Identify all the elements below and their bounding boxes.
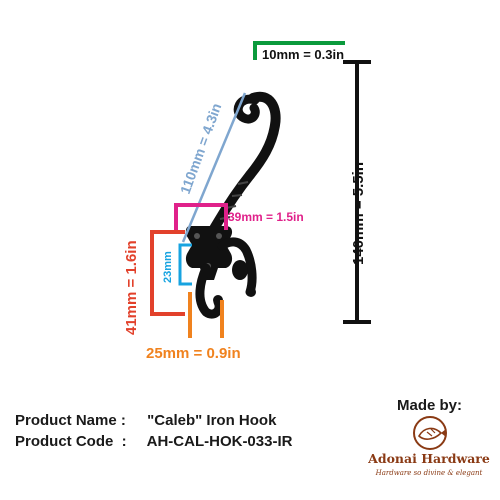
made-by-label: Made by: <box>397 397 463 414</box>
product-code-row: Product Code : AH-CAL-HOK-033-IR <box>15 433 292 450</box>
dimension-projection: 25mm = 0.9in <box>146 292 241 362</box>
dimension-plate-height-label: 41mm = 1.6in <box>123 240 140 335</box>
dimension-total-height: 140mm = 5.5in <box>343 60 371 324</box>
dimension-diagonal-length-label: 110mm = 4.3in <box>177 101 225 196</box>
brand-name: Adonai Hardware <box>368 451 490 466</box>
brand-tagline: Hardware so divine & elegant <box>375 469 483 477</box>
dimension-total-height-label: 140mm = 5.5in <box>350 162 367 265</box>
product-name-value: "Caleb" Iron Hook <box>147 412 277 429</box>
dimension-top-width: 10mm = 0.3in <box>253 41 345 62</box>
product-name-label: Product Name : <box>15 412 126 429</box>
dimension-plate-height: 41mm = 1.6in <box>123 230 185 335</box>
dimension-projection-label: 25mm = 0.9in <box>146 345 241 362</box>
dimension-plate-width-label: 39mm = 1.5in <box>228 210 304 224</box>
brand-logo <box>413 416 447 450</box>
product-code-value: AH-CAL-HOK-033-IR <box>146 433 293 450</box>
product-name-row: Product Name : "Caleb" Iron Hook <box>15 412 276 429</box>
dimension-inner-height-label: 23mm <box>162 251 174 283</box>
dimension-inner-height: 23mm <box>162 243 192 286</box>
dimension-plate-width: 39mm = 1.5in <box>174 203 304 232</box>
product-code-label: Product Code : <box>15 433 127 450</box>
dimension-top-width-label: 10mm = 0.3in <box>262 47 344 62</box>
